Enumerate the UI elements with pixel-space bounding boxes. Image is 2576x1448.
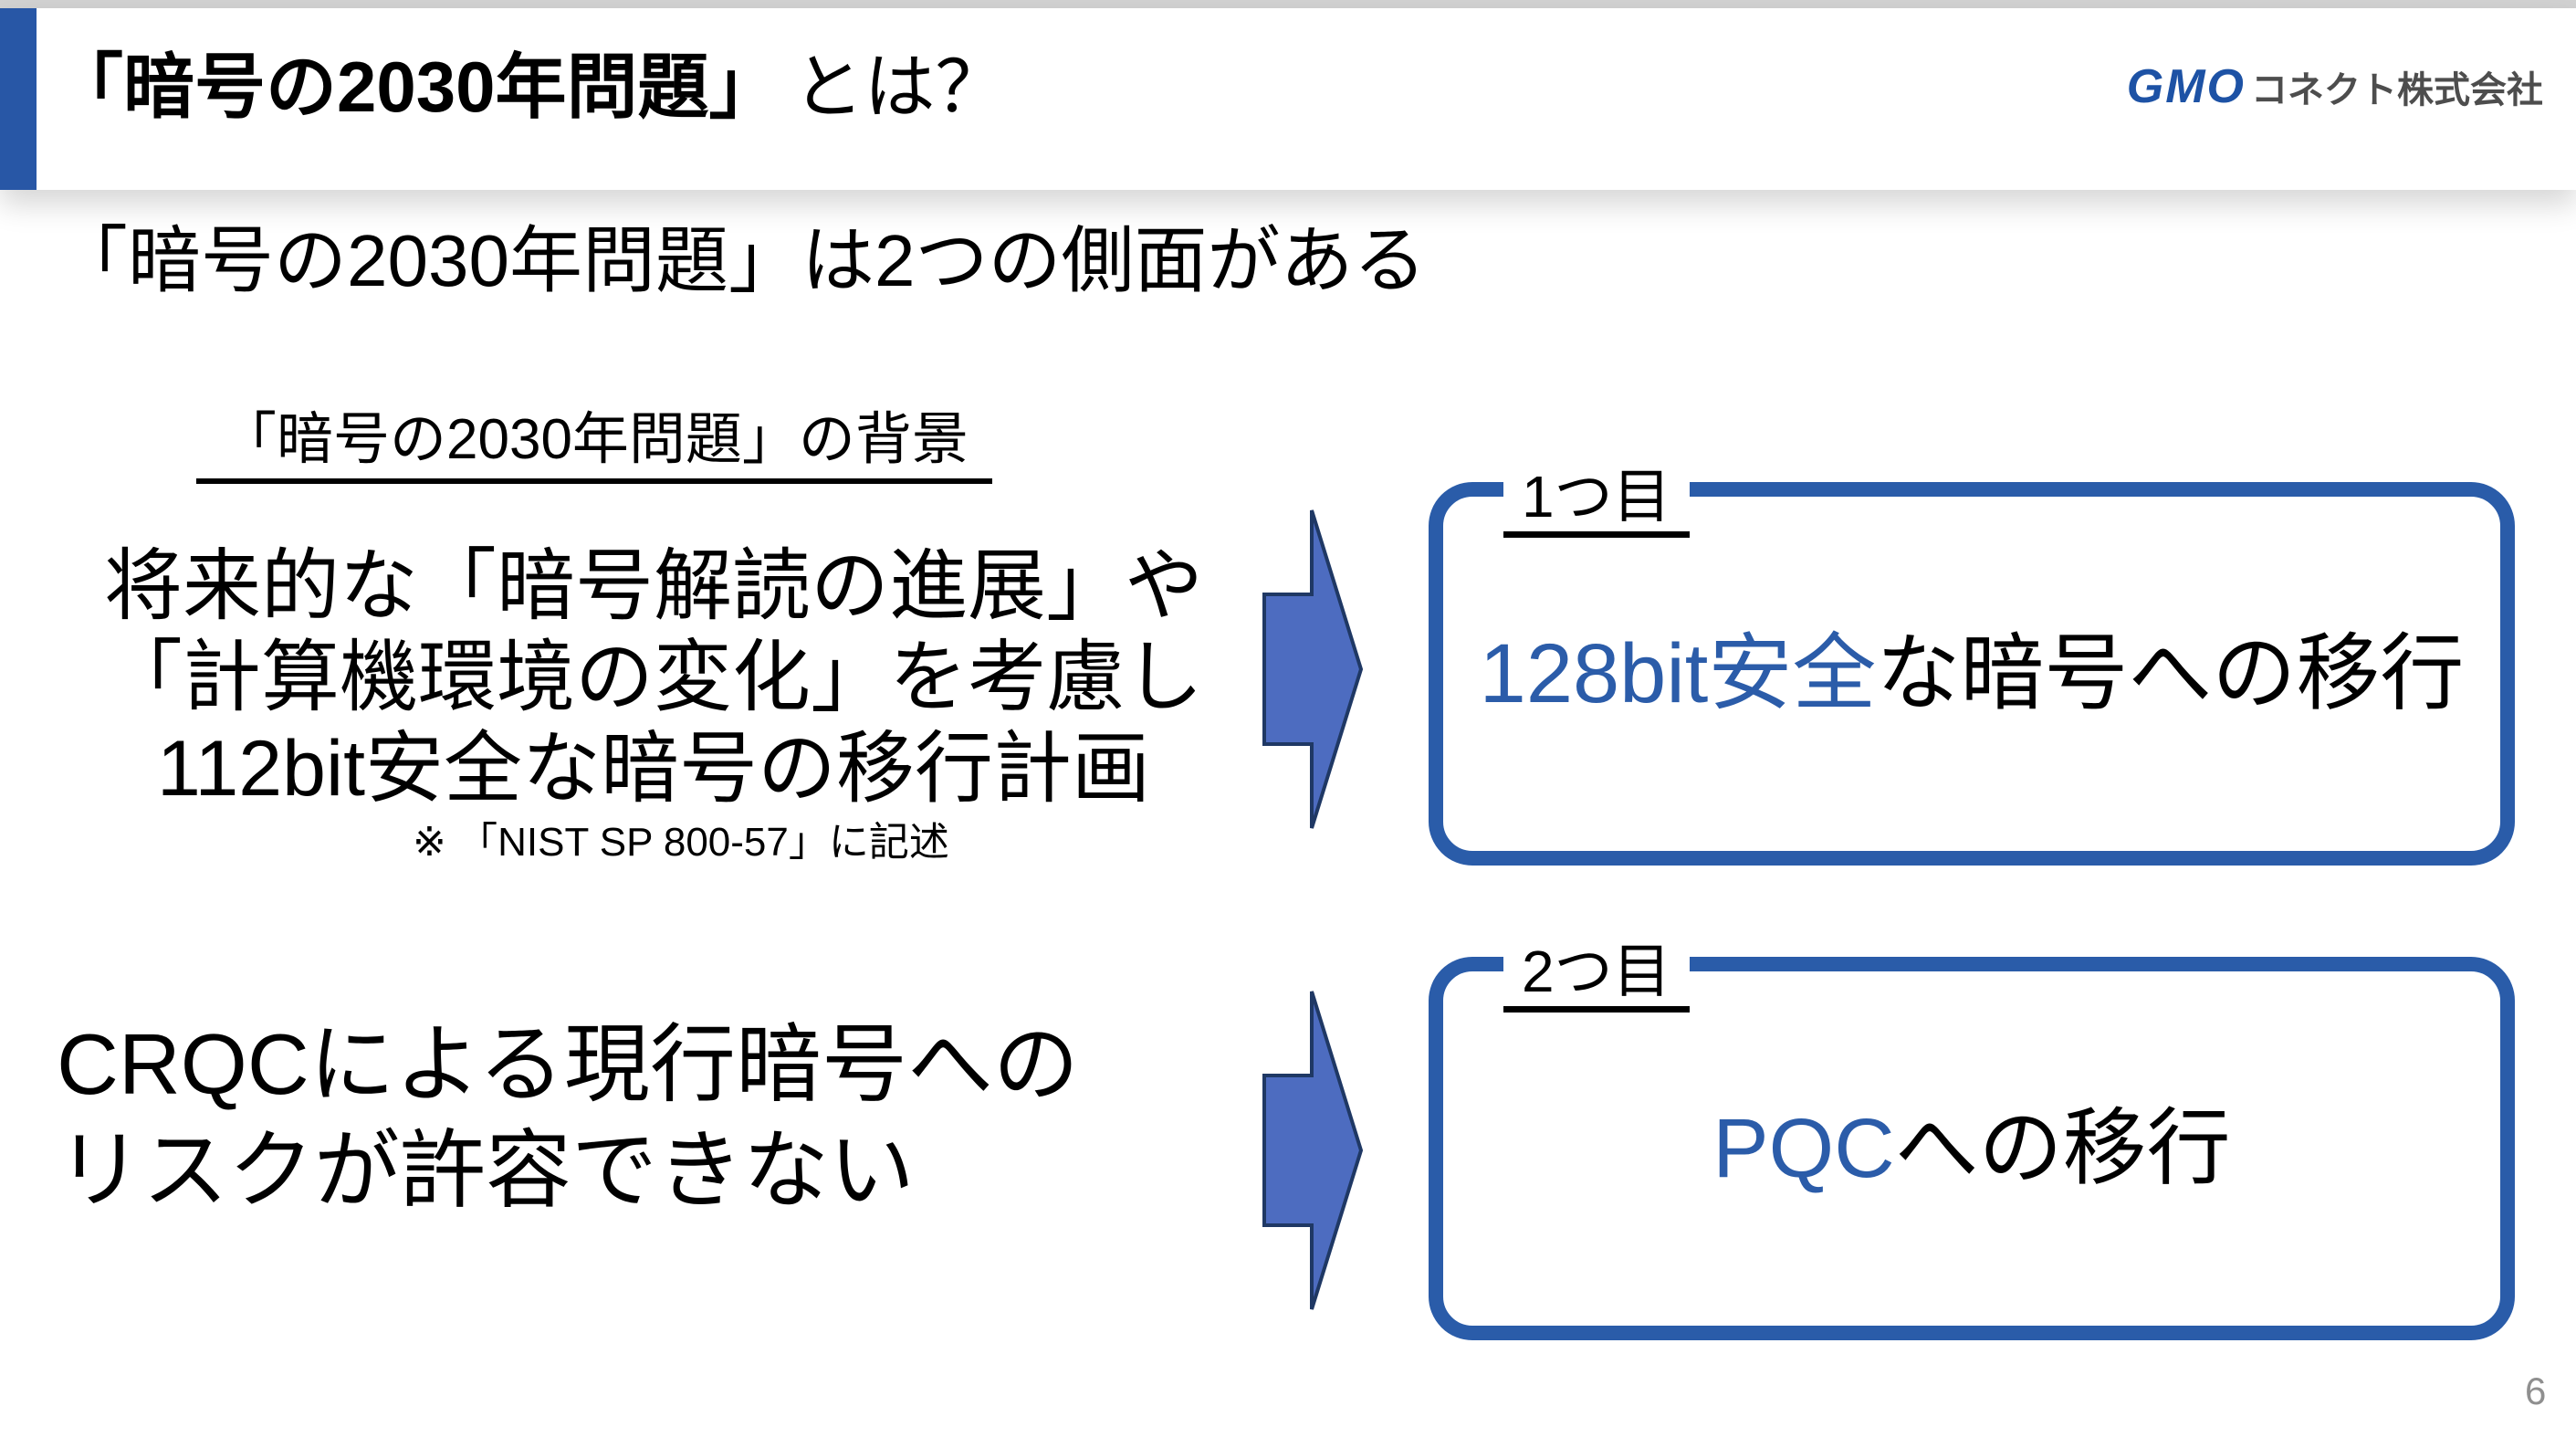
- page-number: 6: [2525, 1369, 2547, 1412]
- aspect-box-2-highlight: PQC: [1712, 1102, 1895, 1195]
- aspect-box-2-rest: への移行: [1894, 1102, 2231, 1195]
- block-arrow-icon: [1262, 991, 1364, 1310]
- paragraph-crqc: CRQCによる現行暗号への リスクが許容できない: [57, 1012, 1079, 1223]
- block-arrow-icon: [1262, 509, 1364, 829]
- company-logo: GMO コネクト株式会社: [2127, 59, 2543, 114]
- company-name: コネクト株式会社: [2251, 70, 2543, 110]
- slide-subtitle: 「暗号の2030年問題」は2つの側面がある: [55, 220, 1427, 301]
- page-title-suffix: とは？: [792, 47, 1007, 127]
- nist-note: ※ 「NIST SP 800-57」に記述: [413, 820, 949, 865]
- aspect-box-1-highlight: 128bit安全: [1479, 627, 1877, 720]
- paragraph-future-line: 112bit安全な暗号の移行計画: [157, 725, 1150, 813]
- page-title: 「暗号の2030年問題」とは？: [52, 45, 1007, 129]
- paragraph-future: 将来的な「暗号解読の進展」や 「計算機環境の変化」を考慮し 112bit安全な暗…: [60, 540, 1247, 814]
- aspect-box-1-rest: な暗号への移行: [1876, 627, 2465, 720]
- aspect-box-1-label: 1つ目: [1503, 464, 1690, 538]
- paragraph-future-line: 「計算機環境の変化」を考慮し: [104, 634, 1203, 721]
- aspect-box-2-label: 2つ目: [1503, 939, 1690, 1013]
- header-band: 「暗号の2030年問題」とは？ GMO コネクト株式会社: [0, 8, 2576, 190]
- accent-bar: [0, 8, 37, 190]
- aspect-box-1: 1つ目 128bit安全な暗号への移行: [1429, 464, 2515, 866]
- gmo-wordmark: GMO: [2126, 60, 2246, 113]
- aspect-box-2: 2つ目 PQCへの移行: [1429, 939, 2515, 1340]
- paragraph-future-line: 将来的な「暗号解読の進展」や: [104, 542, 1203, 630]
- aspect-box-2-text: PQCへの移行: [1712, 1098, 2230, 1199]
- paragraph-crqc-line: CRQCによる現行暗号への: [57, 1016, 1079, 1112]
- paragraph-crqc-line: リスクが許容できない: [57, 1122, 916, 1218]
- aspect-box-1-text: 128bit安全な暗号への移行: [1480, 624, 2465, 724]
- page-title-main: 「暗号の2030年問題」: [52, 47, 780, 127]
- background-heading: 「暗号の2030年問題」の背景: [196, 407, 992, 484]
- top-edge-strip: [0, 0, 2576, 8]
